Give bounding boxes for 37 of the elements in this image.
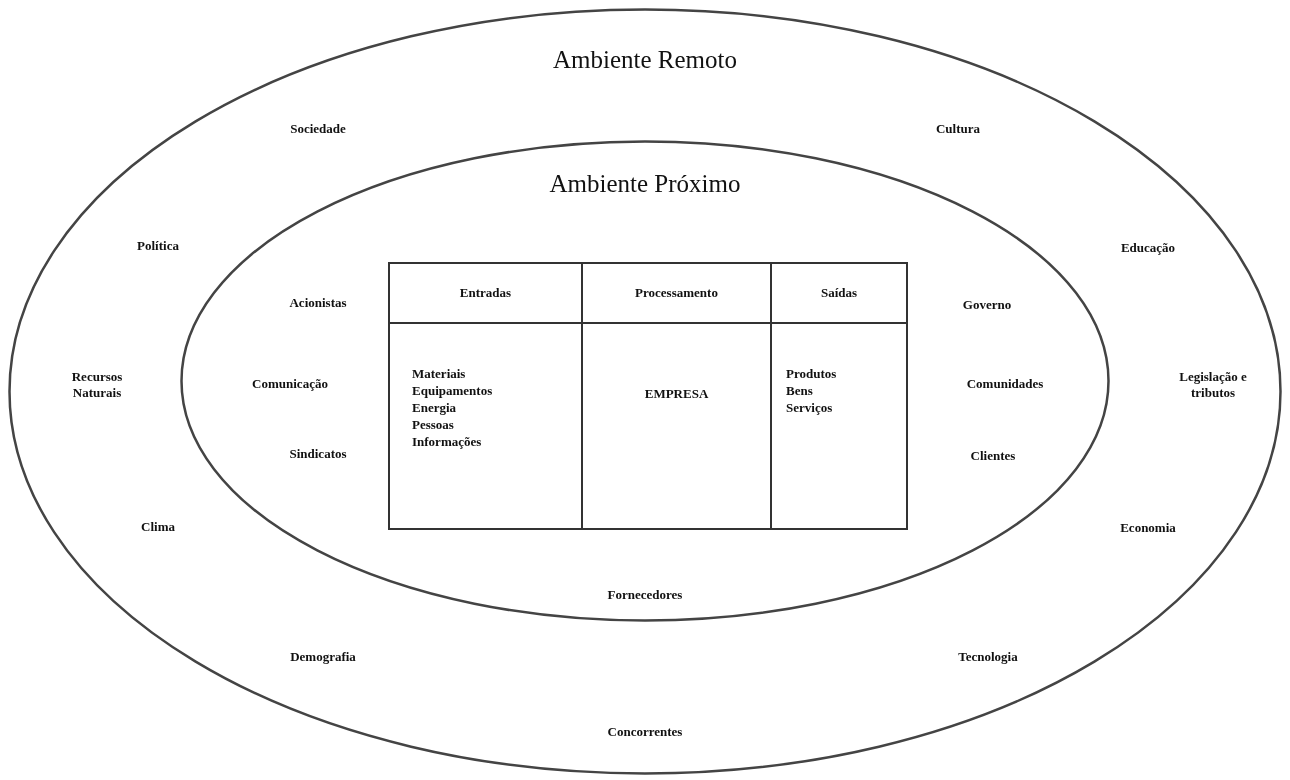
factor-label: Acionistas [289, 294, 347, 312]
cell-text: Serviços [786, 399, 834, 417]
factor-label: Sociedade [290, 120, 346, 138]
factor-label: Governo [962, 296, 1012, 314]
factor-label: Fornecedores [607, 586, 683, 604]
cell-text: EMPRESA [643, 386, 710, 403]
factor-label: Comunidades [966, 375, 1044, 393]
environment-ellipse [8, 8, 1282, 775]
environment-title: Ambiente Próximo [549, 170, 741, 198]
cell-text: Pessoas [412, 416, 455, 434]
factor-label: Economia [1120, 519, 1176, 537]
process-table [388, 262, 908, 530]
factor-label: Tecnologia [958, 648, 1018, 666]
cell-text: Informações [412, 433, 483, 451]
factor-label: Sindicatos [289, 445, 347, 463]
factor-label: Demografia [290, 648, 356, 666]
cell-text: Materiais [412, 366, 467, 383]
table-header-cell [390, 264, 583, 324]
factor-label: Cultura [935, 120, 981, 138]
factor-label: Clientes [970, 447, 1016, 465]
cell-text: Entradas [459, 284, 512, 302]
cell-text: Produtos [786, 366, 838, 383]
factor-label: Concorrentes [607, 723, 683, 741]
environment-ellipse [180, 140, 1110, 622]
factor-label: Recursos Naturais [70, 368, 124, 402]
factor-label: Clima [141, 518, 175, 536]
cell-text: Equipamentos [412, 382, 494, 400]
environment-title: Ambiente Remoto [553, 46, 737, 74]
cell-text: Processamento [635, 284, 718, 302]
cell-text: Bens [786, 382, 814, 400]
factor-label: Educação [1120, 239, 1176, 257]
factor-label: Legislação e tributos [1178, 368, 1248, 402]
factor-label: Política [137, 237, 179, 255]
factor-label: Comunicação [252, 375, 328, 393]
cell-text: Energia [412, 399, 458, 417]
cell-text: Saídas [820, 284, 858, 302]
table-header-cell [583, 264, 772, 324]
